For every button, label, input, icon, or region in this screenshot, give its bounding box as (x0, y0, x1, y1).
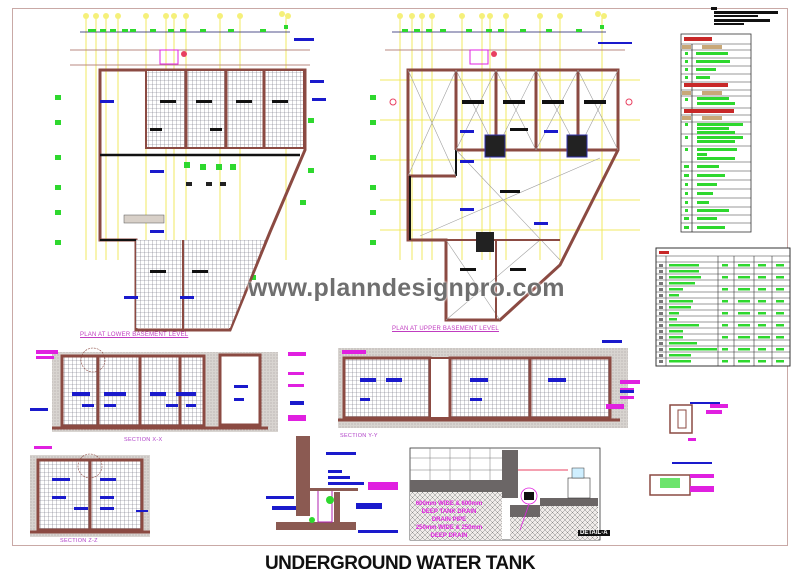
detail-a (409, 447, 601, 541)
schedule-table (655, 247, 791, 367)
section-label-zz: SECTION Z-Z (60, 538, 98, 544)
section-z-z (30, 446, 150, 537)
section-label-xx: SECTION X-X (124, 437, 163, 443)
drawing-title: UNDERGROUND WATER TANK (264, 553, 536, 574)
detail-tag: DETAIL-A (578, 530, 610, 536)
pit-section (266, 436, 398, 533)
section-x-x (30, 347, 306, 432)
plan-label-lower: PLAN AT LOWER BASEMENT LEVEL (80, 332, 189, 338)
detail-note-drain-pipe: DRAIN PIPE (431, 517, 467, 523)
section-label-yy: SECTION Y-Y (340, 433, 378, 439)
watermark: www.planndesignpro.com (248, 274, 565, 302)
detail-note-deep-drain: 250mm WIDE & 250mm DEEP DRAIN (415, 525, 483, 539)
small-details (620, 380, 728, 496)
lower-basement-plan (55, 11, 326, 332)
legend-table (680, 7, 778, 233)
plan-label-upper: PLAN AT UPPER BASEMENT LEVEL (392, 326, 499, 332)
upper-basement-plan (370, 11, 640, 322)
section-y-y (338, 340, 634, 428)
detail-note-tank-drain: 600mm WIDE & 600mm DEEP TANK DRAIN (415, 501, 483, 515)
